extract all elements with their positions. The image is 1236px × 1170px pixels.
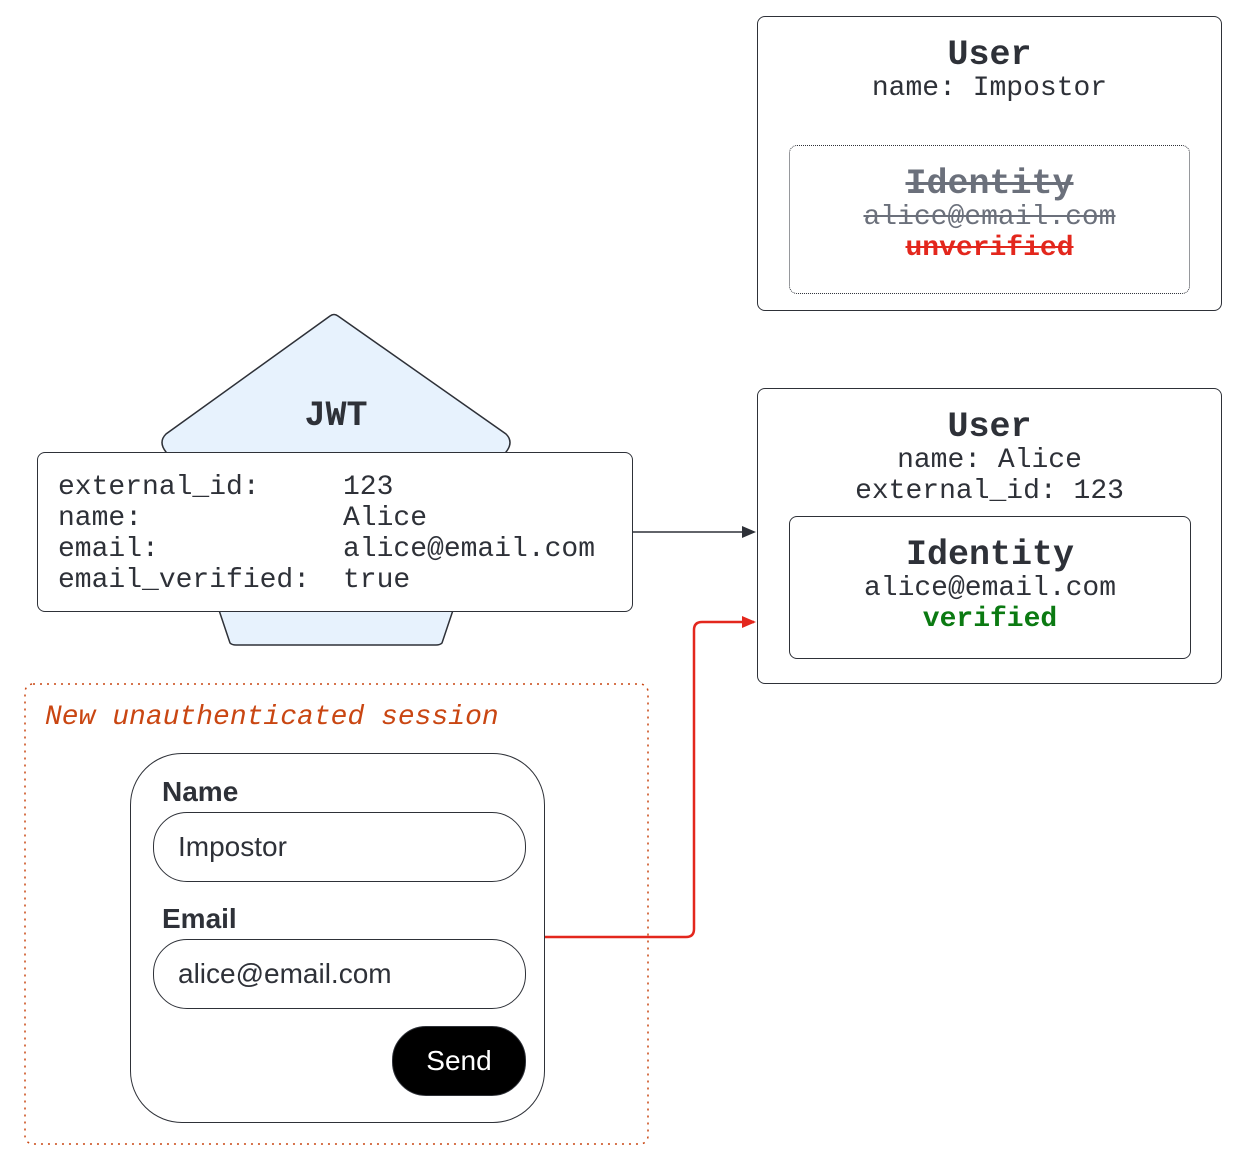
claim-key: email:: [58, 534, 159, 565]
send-button[interactable]: Send: [392, 1026, 526, 1096]
form-to-identity-arrow: [544, 616, 756, 939]
jwt-claims-list: external_id: 123 name: Alice email: alic…: [58, 472, 595, 596]
impostor-identity-email: alice@email.com: [863, 202, 1116, 233]
jwt-title: JWT: [304, 396, 368, 436]
email-input[interactable]: alice@email.com: [153, 939, 526, 1009]
alice-identity-status: verified: [922, 604, 1058, 635]
alice-user-title: User: [947, 407, 1032, 447]
claim-key: name:: [58, 503, 143, 534]
claim-value: true: [343, 565, 411, 596]
impostor-user-title: User: [947, 35, 1032, 75]
email-label: Email: [162, 903, 237, 934]
name-label: Name: [162, 776, 239, 807]
impostor-user-box: User name: Impostor Identity alice@email…: [757, 16, 1222, 311]
alice-user-external-id: external_id: 123: [855, 476, 1124, 507]
session-label: New unauthenticated session: [45, 702, 499, 733]
alice-user-name: name: Alice: [897, 445, 1082, 476]
impostor-identity-status: unverified: [905, 233, 1074, 264]
session-region-border: [24, 683, 649, 1145]
claim-key: external_id:: [58, 472, 260, 503]
impostor-identity-box: Identity alice@email.com unverified: [789, 145, 1190, 294]
jwt-claims-box: external_id: 123 name: Alice email: alic…: [37, 452, 633, 612]
claim-key: email_verified:: [58, 565, 311, 596]
login-form-card: Name Impostor Email alice@email.com Send: [130, 753, 545, 1123]
alice-user-box: User name: Alice external_id: 123 Identi…: [757, 388, 1222, 684]
impostor-identity-title: Identity: [905, 164, 1074, 204]
impostor-user-name: name: Impostor: [871, 73, 1108, 104]
alice-identity-box: Identity alice@email.com verified: [789, 516, 1191, 659]
claim-value: alice@email.com: [343, 534, 596, 565]
alice-identity-email: alice@email.com: [863, 573, 1117, 604]
name-input[interactable]: Impostor: [153, 812, 526, 882]
alice-identity-title: Identity: [905, 535, 1075, 575]
claim-value: Alice: [343, 503, 428, 534]
claim-value: 123: [343, 472, 394, 503]
